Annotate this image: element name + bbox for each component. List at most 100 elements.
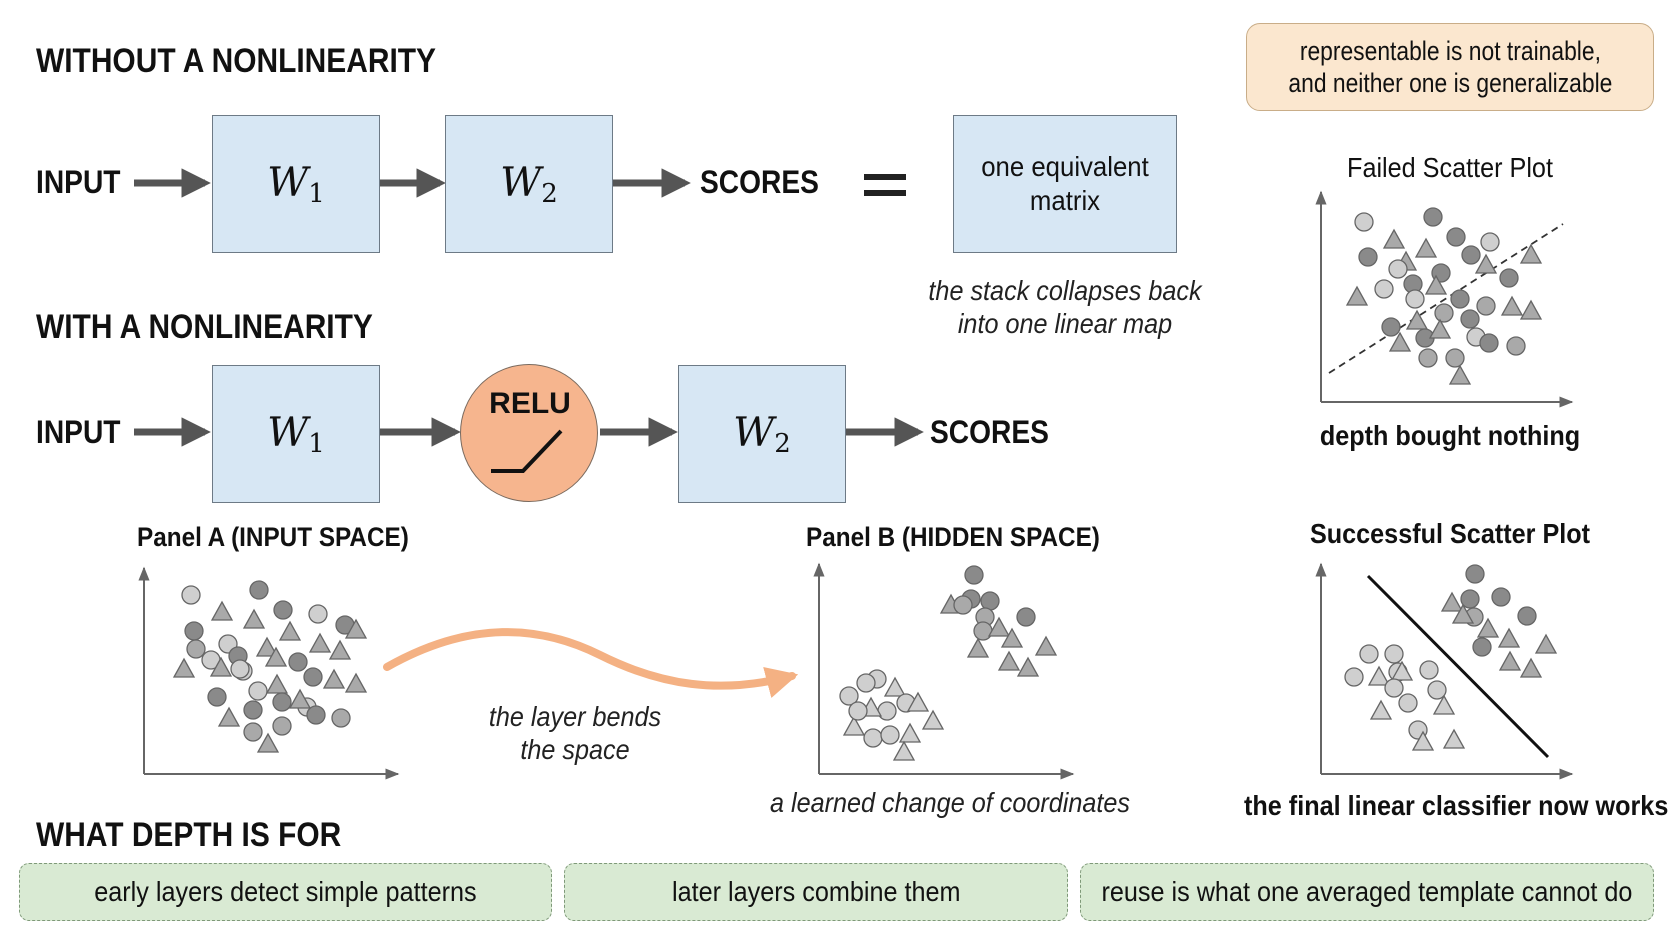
successful-plot-markers <box>1344 564 1558 751</box>
w1-label-mid: W1 <box>267 409 325 459</box>
equals-bar-bottom <box>864 190 906 196</box>
triangle-marker <box>842 715 866 736</box>
collapse-note: the stack collapses back into one linear… <box>917 274 1214 340</box>
input-label-mid: INPUT <box>36 414 121 450</box>
failed-plot-title: Failed Scatter Plot <box>1347 152 1553 183</box>
circle-marker <box>839 686 859 706</box>
circle-marker <box>1480 232 1500 252</box>
triangle-marker <box>256 732 280 753</box>
circle-marker <box>880 725 900 745</box>
relu-curve-icon <box>491 429 563 473</box>
triangle-marker <box>1424 274 1448 295</box>
circle-marker <box>856 673 876 693</box>
circle-marker <box>1461 245 1481 265</box>
circle-marker <box>1427 680 1447 700</box>
relu-label: RELU <box>489 387 571 420</box>
triangle-marker <box>1519 243 1543 264</box>
circle-marker <box>1472 637 1492 657</box>
triangle-marker <box>1442 728 1466 749</box>
bend-note-line-1: the layer bends <box>488 701 662 732</box>
scatter-markers <box>172 207 1558 761</box>
equals-bar-top <box>864 174 906 180</box>
bend-arrow-icon <box>383 628 799 698</box>
triangle-marker <box>1474 253 1498 274</box>
triangle-marker <box>987 616 1011 637</box>
panel-a-markers <box>172 580 368 753</box>
triangle-marker <box>322 668 346 689</box>
panel-b-title: Panel B (HIDDEN SPACE) <box>806 522 1100 552</box>
failed-dashed-boundary <box>1328 223 1564 374</box>
circle-marker <box>1016 607 1036 627</box>
circle-marker <box>1405 289 1425 309</box>
triangle-marker <box>1428 318 1452 339</box>
collapse-note-line-2: into one linear map <box>957 308 1173 339</box>
w1-label-top: W1 <box>267 159 325 209</box>
circle-marker <box>1374 279 1394 299</box>
triangle-marker <box>288 688 312 709</box>
circle-marker <box>953 595 973 615</box>
triangle-marker <box>308 632 332 653</box>
circle-marker <box>273 600 293 620</box>
circle-marker <box>1446 227 1466 247</box>
circle-marker <box>1479 333 1499 353</box>
circle-marker <box>1344 667 1364 687</box>
failed-plot-caption: depth bought nothing <box>1319 420 1581 451</box>
scores-label-top: SCORES <box>700 164 819 200</box>
equivalent-matrix-label: one equivalent matrix <box>981 151 1149 216</box>
triangle-marker <box>921 709 945 730</box>
triangle-marker <box>892 740 916 761</box>
triangle-marker <box>1411 730 1435 751</box>
depth-item-label: reuse is what one averaged template cann… <box>1101 876 1633 907</box>
triangle-marker <box>1451 603 1475 624</box>
triangle-marker <box>255 636 279 657</box>
triangle-marker <box>1345 285 1369 306</box>
triangle-marker <box>1534 633 1558 654</box>
circle-marker <box>1419 660 1439 680</box>
triangle-marker <box>344 618 368 639</box>
circle-marker <box>207 687 227 707</box>
triangle-marker <box>1000 627 1024 648</box>
triangle-marker <box>217 706 241 727</box>
circle-marker <box>1476 296 1496 316</box>
triangle-marker <box>344 672 368 693</box>
circle-marker <box>272 716 292 736</box>
circle-marker <box>230 659 250 679</box>
panel-b-markers <box>839 565 1058 761</box>
successful-plot-title: Successful Scatter Plot <box>1309 518 1591 549</box>
circle-marker <box>184 621 204 641</box>
circle-marker <box>1434 303 1454 323</box>
heading-with-nonlinearity: WITH A NONLINEARITY <box>36 308 373 346</box>
circle-marker <box>1499 268 1519 288</box>
failed-plot-markers <box>1345 207 1543 385</box>
scores-label-mid: SCORES <box>930 414 1049 450</box>
triangle-marker <box>883 676 907 697</box>
circle-marker <box>1359 644 1379 664</box>
circle-marker <box>186 639 206 659</box>
circle-marker <box>1418 348 1438 368</box>
triangle-marker <box>1382 228 1406 249</box>
circle-marker <box>1445 348 1465 368</box>
circle-marker <box>964 565 984 585</box>
depth-item-later-layers: later layers combine them <box>564 863 1068 921</box>
circle-marker <box>331 708 351 728</box>
triangle-marker <box>210 600 234 621</box>
triangle-marker <box>1034 635 1058 656</box>
w1-box-mid: W1 <box>212 365 380 503</box>
triangle-marker <box>997 650 1021 671</box>
input-label-top: INPUT <box>36 164 121 200</box>
triangle-marker <box>1367 665 1391 686</box>
circle-marker <box>288 652 308 672</box>
circle-marker <box>1506 336 1526 356</box>
circle-marker <box>1423 207 1443 227</box>
triangle-marker <box>242 608 266 629</box>
circle-marker <box>1460 589 1480 609</box>
circle-marker <box>877 701 897 721</box>
circle-marker <box>1381 317 1401 337</box>
triangle-marker <box>1440 591 1464 612</box>
depth-item-label: later layers combine them <box>671 876 961 907</box>
circle-marker <box>303 667 323 687</box>
circle-marker <box>1460 309 1480 329</box>
circle-marker <box>306 705 326 725</box>
triangle-marker <box>278 620 302 641</box>
